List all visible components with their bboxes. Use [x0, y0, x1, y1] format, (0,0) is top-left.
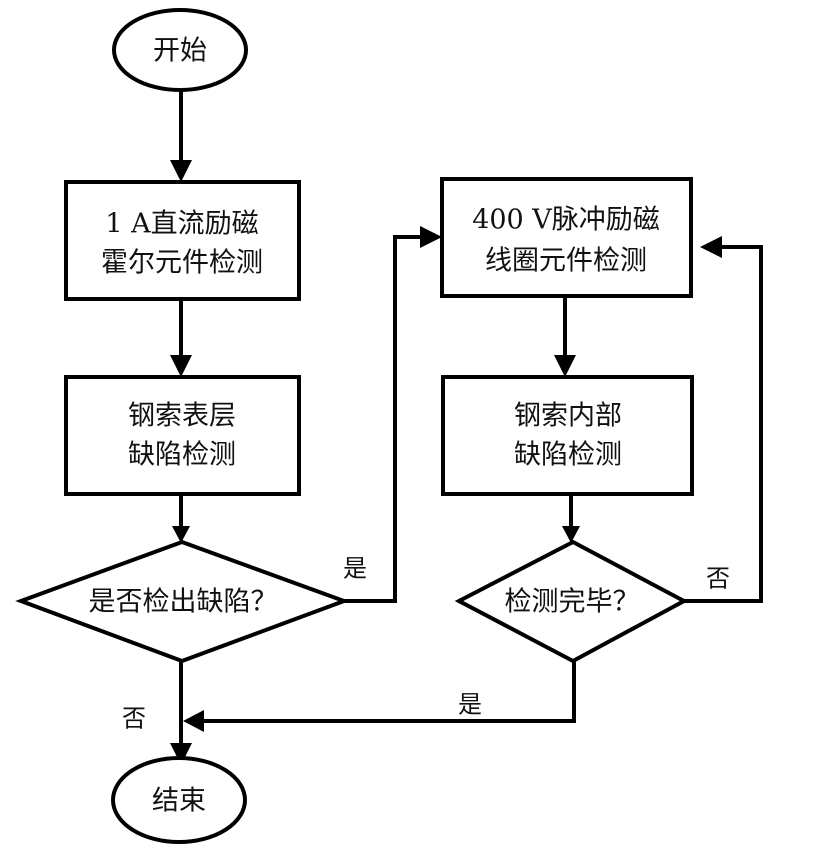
end-node: 结束 [111, 756, 247, 844]
end-label: 结束 [152, 786, 206, 817]
arrowhead-icon [170, 743, 192, 765]
start-node: 开始 [112, 8, 248, 92]
arrowhead-icon [554, 355, 576, 377]
edge-label-defect-no: 否 [122, 705, 146, 733]
arrowhead-icon [170, 160, 192, 182]
defect-found-decision: 是否检出缺陷？ [15, 539, 350, 664]
detection-done-label: 检测完毕？ [505, 587, 640, 618]
edge-label-defect-yes: 是 [343, 555, 367, 583]
arrowhead-icon [170, 355, 192, 377]
surface-defect-label-line1: 钢索表层 [128, 401, 236, 432]
connector-defect-yes [344, 235, 425, 603]
start-label: 开始 [153, 36, 207, 67]
arrowhead-icon [420, 226, 442, 248]
connector-done-yes [200, 661, 576, 723]
pulse-excitation-node: 400 V脉冲励磁 线圈元件检测 [440, 177, 693, 298]
inner-defect-label-line1: 钢索内部 [514, 401, 622, 432]
edge-label-done-no: 否 [706, 565, 730, 593]
surface-defect-node: 钢索表层 缺陷检测 [64, 375, 301, 496]
inner-defect-label-line2: 缺陷检测 [514, 440, 622, 471]
dc-excitation-label-line2: 霍尔元件检测 [101, 248, 263, 279]
dc-excitation-node: 1 A直流励磁 霍尔元件检测 [64, 180, 301, 301]
detection-done-decision: 检测完毕？ [454, 539, 689, 664]
edge-label-done-yes: 是 [458, 691, 482, 719]
pulse-excitation-label-line2: 线圈元件检测 [485, 246, 647, 277]
defect-found-label: 是否检出缺陷？ [89, 587, 278, 618]
arrowhead-icon [700, 236, 722, 258]
arrowhead-icon [183, 710, 204, 732]
inner-defect-node: 钢索内部 缺陷检测 [441, 375, 694, 496]
pulse-excitation-label-line1: 400 V脉冲励磁 [472, 205, 660, 236]
arrowhead-icon [562, 526, 580, 543]
dc-excitation-label-line1: 1 A直流励磁 [105, 209, 258, 240]
surface-defect-label-line2: 缺陷检测 [128, 440, 236, 471]
arrowhead-icon [172, 526, 190, 543]
connector-done-no [684, 245, 763, 603]
